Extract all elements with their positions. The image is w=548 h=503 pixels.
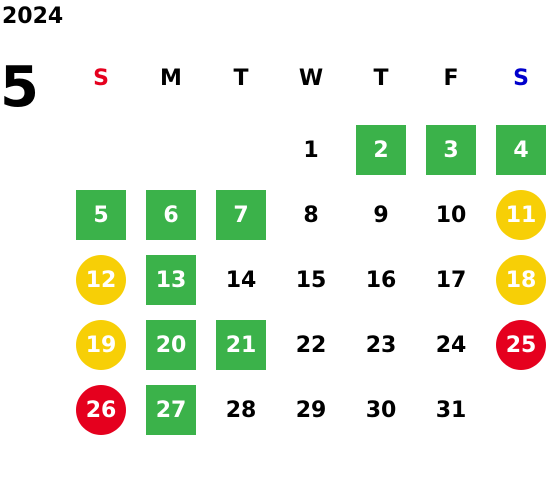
weekday-header: T [373, 66, 389, 91]
day-cell: 4 [496, 125, 546, 175]
day-cell: 27 [146, 385, 196, 435]
weekday-header: M [160, 66, 182, 91]
day-cell: 26 [76, 385, 126, 435]
day-cell: 12 [76, 255, 126, 305]
day-cell: 10 [435, 202, 467, 228]
day-cell: 29 [295, 397, 327, 423]
day-cell: 6 [146, 190, 196, 240]
day-cell: 25 [496, 320, 546, 370]
day-cell: 31 [435, 397, 467, 423]
day-cell: 5 [76, 190, 126, 240]
month-number: 5 [0, 55, 39, 120]
day-cell: 28 [225, 397, 257, 423]
day-cell: 24 [435, 332, 467, 358]
weekday-header: W [298, 66, 324, 91]
day-cell: 11 [496, 190, 546, 240]
day-cell: 19 [76, 320, 126, 370]
day-cell: 30 [365, 397, 397, 423]
day-cell: 14 [225, 267, 257, 293]
day-cell: 21 [216, 320, 266, 370]
day-cell: 20 [146, 320, 196, 370]
day-cell: 18 [496, 255, 546, 305]
day-cell: 2 [356, 125, 406, 175]
day-cell: 16 [365, 267, 397, 293]
day-cell: 17 [435, 267, 467, 293]
day-cell: 13 [146, 255, 196, 305]
weekday-header: F [443, 66, 459, 91]
weekday-header: S [93, 66, 109, 91]
day-cell: 3 [426, 125, 476, 175]
weekday-header: T [233, 66, 249, 91]
day-cell: 8 [303, 202, 319, 228]
day-cell: 7 [216, 190, 266, 240]
year-label: 2024 [2, 4, 64, 29]
day-cell: 22 [295, 332, 327, 358]
day-cell: 1 [303, 137, 319, 163]
day-cell: 23 [365, 332, 397, 358]
weekday-header: S [513, 66, 529, 91]
day-cell: 15 [295, 267, 327, 293]
day-cell: 9 [373, 202, 389, 228]
